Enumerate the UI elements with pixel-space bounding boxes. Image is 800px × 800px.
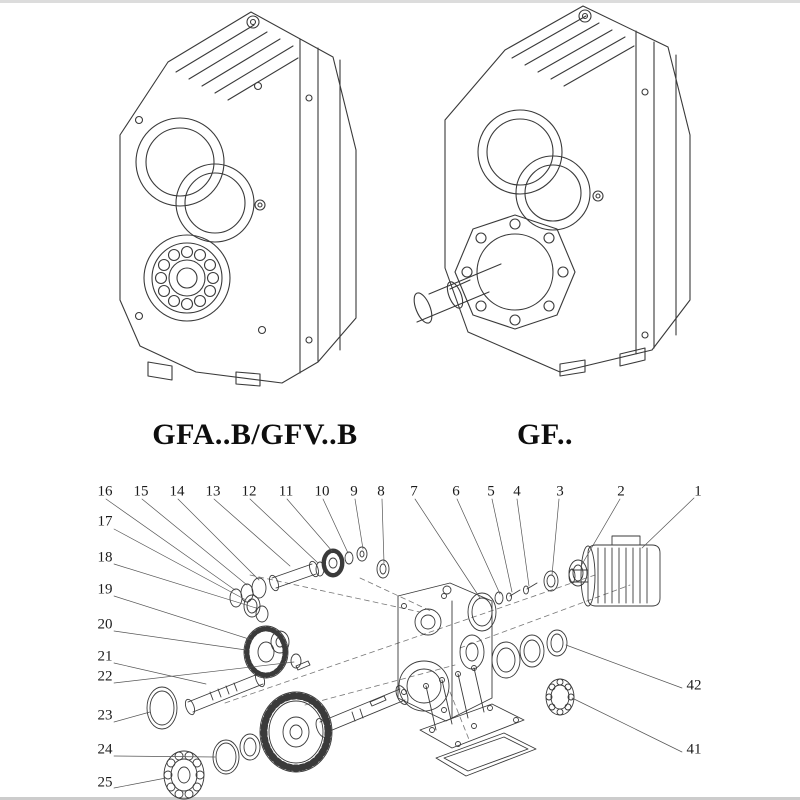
callout-18: 18 bbox=[97, 549, 113, 566]
callout-15: 15 bbox=[133, 483, 149, 500]
flange-bolt-holes bbox=[461, 218, 569, 326]
input-shaft-parts bbox=[229, 546, 390, 623]
bearing-balls bbox=[154, 245, 220, 311]
callout-8: 8 bbox=[377, 483, 385, 500]
callout-2: 2 bbox=[617, 483, 625, 500]
housing bbox=[397, 582, 493, 722]
callout-13: 13 bbox=[205, 483, 221, 500]
callout-5: 5 bbox=[487, 483, 495, 500]
assembly-axes bbox=[224, 574, 631, 743]
callout-21: 21 bbox=[97, 648, 113, 665]
callout-12: 12 bbox=[241, 483, 257, 500]
callout-7: 7 bbox=[410, 483, 418, 500]
callout-24: 24 bbox=[97, 741, 113, 758]
callout-23: 23 bbox=[97, 707, 113, 724]
callout-9: 9 bbox=[350, 483, 358, 500]
model-caption-gf: GF.. bbox=[517, 418, 573, 451]
cover-and-gasket bbox=[419, 665, 537, 777]
page-top-edge bbox=[0, 0, 800, 3]
callout-19: 19 bbox=[97, 581, 113, 598]
callout-11: 11 bbox=[278, 483, 294, 500]
callout-17: 17 bbox=[97, 513, 113, 530]
callout-6: 6 bbox=[452, 483, 460, 500]
leader-lines bbox=[105, 497, 695, 789]
callout-3: 3 bbox=[556, 483, 564, 500]
callout-22: 22 bbox=[97, 668, 113, 685]
exploded-view-drawing bbox=[105, 497, 695, 800]
callout-4: 4 bbox=[513, 483, 521, 500]
callout-1: 1 bbox=[694, 483, 702, 500]
callout-20: 20 bbox=[97, 616, 113, 633]
callout-14: 14 bbox=[169, 483, 185, 500]
model-caption-gfab: GFA..B/GFV..B bbox=[152, 418, 358, 451]
gearbox-drawing-gfab bbox=[119, 11, 357, 387]
gearbox-drawing-gf bbox=[413, 5, 691, 377]
callout-10: 10 bbox=[314, 483, 330, 500]
page-bottom-edge bbox=[0, 797, 800, 800]
callout-25: 25 bbox=[97, 774, 113, 791]
right-side-parts bbox=[467, 559, 588, 716]
callout-41: 41 bbox=[686, 741, 702, 758]
callout-16: 16 bbox=[97, 483, 113, 500]
intermediate-gear-parts bbox=[146, 625, 311, 730]
callout-42: 42 bbox=[686, 677, 702, 694]
motor bbox=[568, 535, 661, 607]
output-gear-parts bbox=[163, 685, 409, 800]
